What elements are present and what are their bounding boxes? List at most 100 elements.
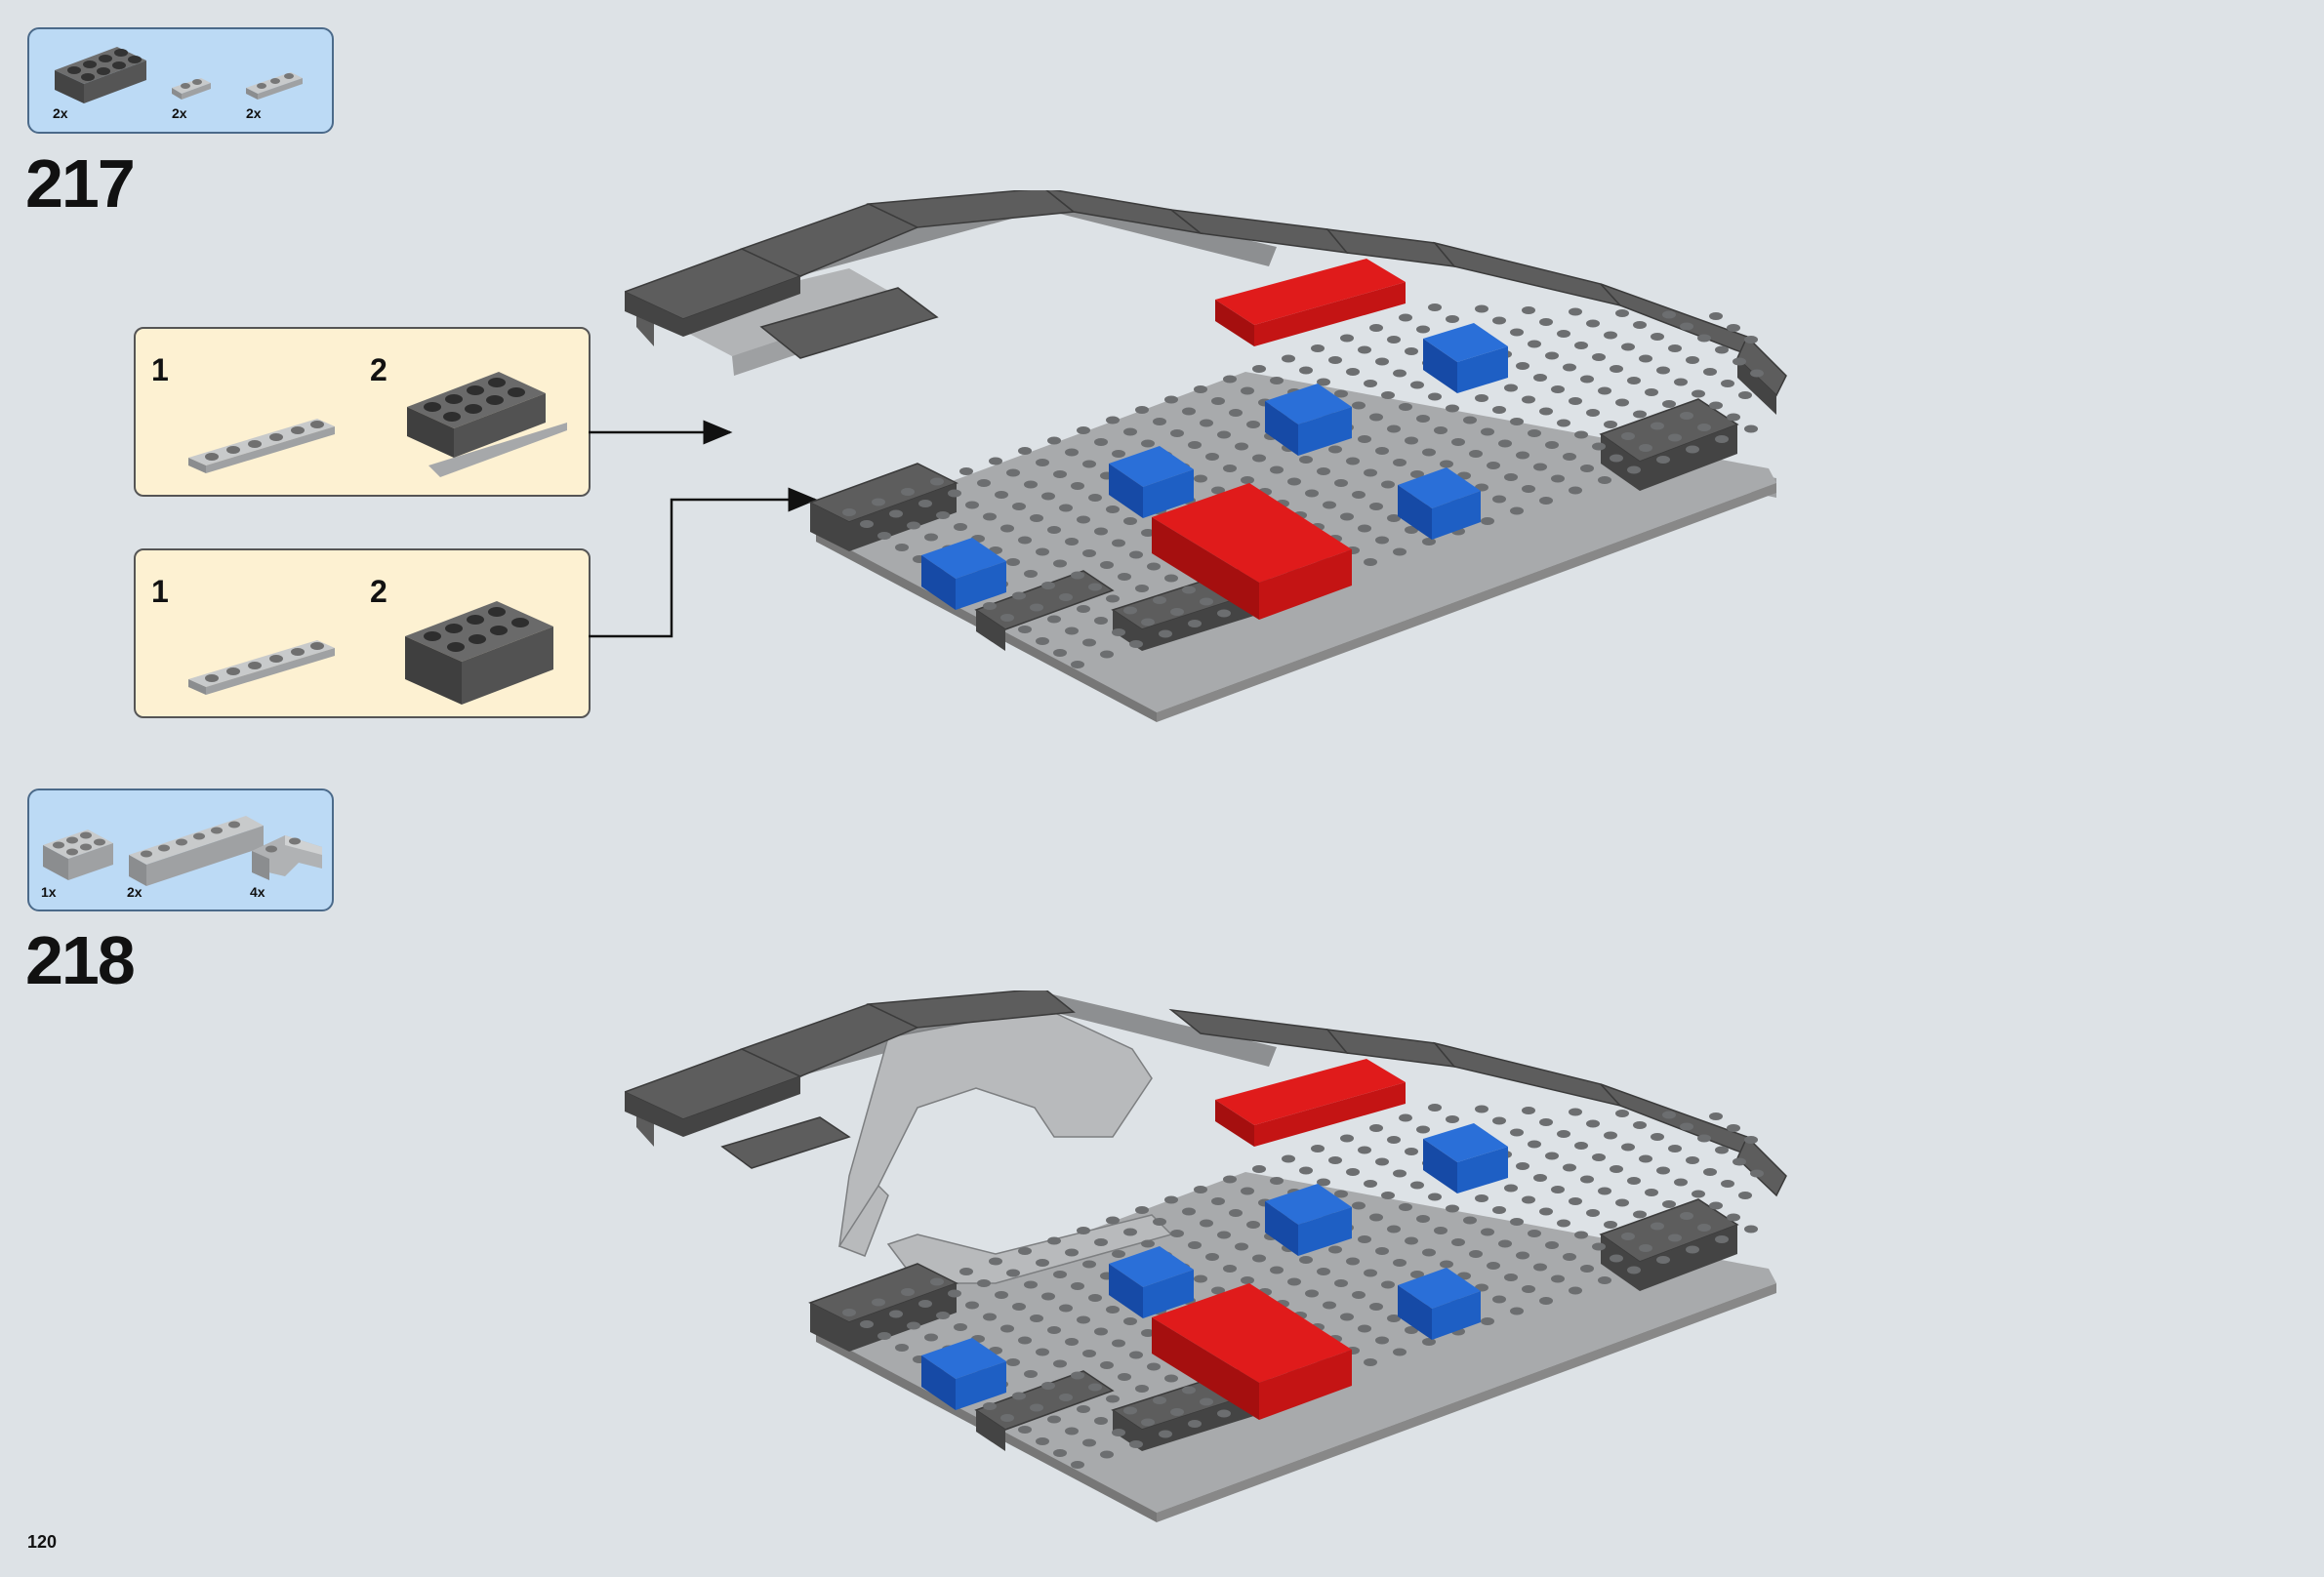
stud [1416,1215,1430,1223]
stud [1282,354,1295,363]
stud [1668,1145,1682,1152]
stud [1686,1156,1699,1164]
stud [1229,1209,1243,1217]
stud [1112,539,1125,547]
stud [1153,596,1166,604]
stud [1082,638,1096,647]
stud [1416,415,1430,423]
stud [1188,1420,1202,1428]
stud [1317,1268,1330,1275]
stud [889,509,903,518]
stud [1522,1285,1535,1293]
stud [1563,1253,1576,1261]
stud [1510,1307,1524,1315]
stud [948,1289,961,1298]
stud [1528,429,1541,437]
stud [1610,1165,1623,1173]
blue-brick [1265,384,1352,456]
stud [1200,419,1213,427]
stud [1410,381,1424,389]
stud [1006,558,1020,566]
stud [1369,503,1383,510]
stud [1668,344,1682,352]
stud [1252,1254,1266,1263]
stud [1744,1136,1758,1144]
stud [1633,1210,1647,1219]
stud [1610,1254,1623,1263]
stud [1088,494,1102,502]
stud [1416,325,1430,334]
stud [1299,456,1313,464]
stud [1334,479,1348,487]
stud [1610,454,1623,463]
stud [1627,1177,1641,1185]
stud [1533,374,1547,382]
stud [1615,1110,1629,1117]
stud [1053,1271,1067,1278]
stud [1375,1336,1389,1345]
stud [983,602,997,610]
stud [1170,1408,1184,1416]
stud [1487,462,1500,469]
stud [1598,1276,1611,1284]
stud [1030,1403,1043,1412]
stud [1697,1134,1711,1143]
stud [1340,1313,1354,1321]
stud [1082,549,1096,557]
stud [1340,512,1354,521]
stud [1615,398,1629,407]
stud [959,1268,973,1275]
stud [965,1301,979,1310]
stud [1387,1225,1401,1233]
stud [1118,1373,1131,1381]
stud [1364,1358,1377,1366]
stud [1159,629,1172,638]
stud [1106,416,1120,425]
stud [1446,1115,1459,1123]
stud [1311,1145,1325,1152]
stud [1071,1282,1084,1290]
stud [1492,406,1506,414]
stud [965,501,979,509]
stud [1211,1286,1225,1295]
stud [1440,460,1453,468]
stud [1434,1227,1447,1234]
light-gray-plate-icon [188,640,335,695]
stud [1463,1216,1477,1225]
stud [1545,1241,1559,1249]
stud [1135,406,1149,414]
stud [954,523,967,531]
stud [1475,394,1488,402]
stud [1041,1292,1055,1301]
stud [1492,1295,1506,1304]
stud [1358,345,1371,354]
stud [842,508,856,516]
stud [1059,1304,1073,1313]
stud [924,533,938,542]
stud [1346,368,1360,376]
stud [1615,1198,1629,1207]
stud [1375,1157,1389,1166]
stud [1229,409,1243,417]
light-gray-brick-icon [129,816,264,886]
stud [1211,397,1225,405]
stud [1358,524,1371,533]
stud [1545,1152,1559,1160]
stud [1686,356,1699,364]
stud [1715,1146,1729,1154]
stud [1369,324,1383,332]
blue-brick [1423,1123,1508,1193]
stud [1539,1297,1553,1305]
stud [1112,1250,1125,1258]
stud [1364,468,1377,477]
dark-gray-brick-icon [405,601,553,705]
stud [1059,1394,1073,1401]
stud [1141,618,1155,627]
dark-gray-brick-icon [55,47,146,103]
sub-step-label: 2 [370,574,387,609]
stud [1123,1406,1137,1415]
stud [1106,505,1120,513]
stud [1235,1242,1248,1251]
stud [1112,450,1125,458]
stud [1668,433,1682,442]
